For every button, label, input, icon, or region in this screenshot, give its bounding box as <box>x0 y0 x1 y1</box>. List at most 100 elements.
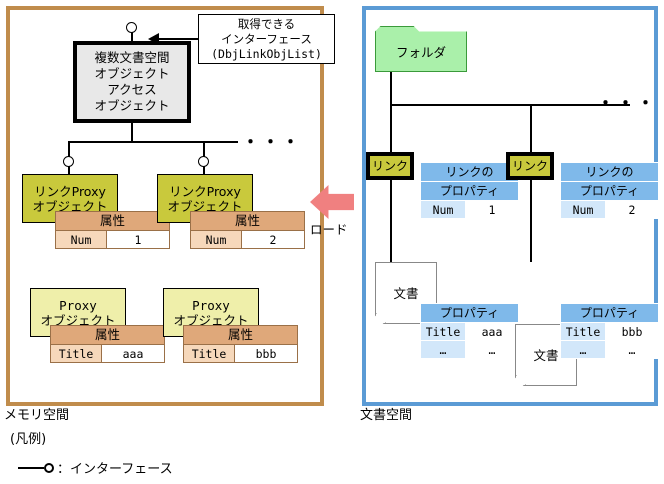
link-2-drop <box>530 104 532 152</box>
memory-branch-stem <box>131 123 133 141</box>
link-2-to-document-line <box>530 180 532 262</box>
proxy-1-title-line-2: オブジェクト <box>40 312 116 328</box>
document-2-prop-value-2: … <box>605 340 659 359</box>
link-proxy-1-attr-header: 属性 <box>55 211 170 231</box>
link-proxy-2-title-line-2: オブジェクト <box>167 198 243 214</box>
proxy-1-attr-value: aaa <box>101 344 165 363</box>
link-2-prop-key: Num <box>560 200 606 219</box>
table-row: 属性 <box>190 211 305 231</box>
access-object-line-1: 複数文書空間 <box>94 50 170 65</box>
folder-branch-bar <box>390 104 630 106</box>
access-object-interface-stem <box>131 30 133 42</box>
link-2-label: リンク <box>511 158 548 173</box>
table-row: プロパティ <box>420 181 519 201</box>
callout-arrow-line <box>152 38 198 40</box>
table-row: Title aaa <box>420 322 519 341</box>
link-1-prop-key: Num <box>420 200 466 219</box>
link-box-2: リンク <box>506 152 554 180</box>
link-box-1: リンク <box>366 152 414 180</box>
table-row: 属性 <box>55 211 170 231</box>
folder-label: フォルダ <box>395 44 446 60</box>
table-row: プロパティ <box>420 303 519 323</box>
document-1-prop-key-2: … <box>420 340 466 359</box>
memory-branch-bar <box>68 141 238 143</box>
access-object-interface-circle <box>126 22 137 33</box>
table-row: 属性 <box>183 325 298 345</box>
document-1-prop-key-1: Title <box>420 322 466 341</box>
link-2-property-table: リンクの プロパティ Num 2 <box>560 162 659 219</box>
link-proxy-1-title-line-1: リンクProxy <box>34 183 106 199</box>
link-proxy-2-attr-value: 2 <box>241 230 305 249</box>
table-row: Title aaa <box>50 344 165 363</box>
folder-icon: フォルダ <box>375 26 467 72</box>
link-proxy-1-attribute-table: 属性 Num 1 <box>55 211 170 249</box>
link-proxy-2-attr-header: 属性 <box>190 211 305 231</box>
folder-branch-ellipsis: ・・・ <box>597 94 657 114</box>
legend-interface-text: ：インターフェース <box>57 462 173 477</box>
document-box-1: 文書 <box>375 262 437 324</box>
document-1-property-table: プロパティ Title aaa … … <box>420 303 519 359</box>
callout-arrow-head-icon <box>148 33 159 45</box>
table-row: リンクの <box>420 162 519 182</box>
document-1-prop-value-2: … <box>465 340 519 359</box>
memory-branch-right-drop <box>203 141 205 158</box>
link-1-prop-header-line-1: リンクの <box>420 162 519 182</box>
link-proxy-2-title-line-1: リンクProxy <box>169 183 241 199</box>
table-row: プロパティ <box>560 181 659 201</box>
proxy-2-attribute-table: 属性 Title bbb <box>183 325 298 363</box>
proxy-2-title-line-2: オブジェクト <box>173 312 249 328</box>
memory-space-label: メモリ空間 <box>4 408 70 423</box>
link-proxy-1-attr-key: Num <box>55 230 107 249</box>
document-2-prop-header: プロパティ <box>560 303 659 323</box>
callout-line-1: 取得できる <box>237 16 296 31</box>
link-1-property-table: リンクの プロパティ Num 1 <box>420 162 519 219</box>
access-object-line-3: アクセス <box>107 82 157 97</box>
legend-interface-circle-icon <box>44 462 54 473</box>
document-space-label: 文書空間 <box>360 408 413 423</box>
access-object-line-4: オブジェクト <box>94 98 170 113</box>
link-2-prop-value: 2 <box>605 200 659 219</box>
callout-line-3: (DbjLinkObjList) <box>211 46 322 61</box>
link-1-prop-header-line-2: プロパティ <box>420 181 519 201</box>
proxy-1-attr-header: 属性 <box>50 325 165 345</box>
table-row: Num 2 <box>560 200 659 219</box>
table-row: 属性 <box>50 325 165 345</box>
legend-interface-row: ：インターフェース <box>18 458 173 477</box>
document-1-label: 文書 <box>393 285 419 301</box>
link-1-to-document-line <box>390 180 392 262</box>
table-row: プロパティ <box>560 303 659 323</box>
table-row: Title bbb <box>560 322 659 341</box>
folder-stem <box>390 72 392 104</box>
document-2-prop-value-1: bbb <box>605 322 659 341</box>
proxy-1-title-line-1: Proxy <box>59 297 97 313</box>
load-arrow-label: ロード <box>310 222 348 237</box>
access-object-line-2: オブジェクト <box>94 66 170 81</box>
proxy-2-attr-key: Title <box>183 344 235 363</box>
link-1-prop-value: 1 <box>465 200 519 219</box>
proxy-1-attribute-table: 属性 Title aaa <box>50 325 165 363</box>
table-row: Num 1 <box>55 230 170 249</box>
callout-line-2: インターフェース <box>221 31 312 46</box>
link-proxy-1-interface-stem <box>68 166 70 174</box>
document-1-prop-header: プロパティ <box>420 303 519 323</box>
link-proxy-2-attribute-table: 属性 Num 2 <box>190 211 305 249</box>
legend-interface-line-icon <box>18 466 44 469</box>
table-row: Num 2 <box>190 230 305 249</box>
link-proxy-2-attr-key: Num <box>190 230 242 249</box>
link-2-prop-header-line-2: プロパティ <box>560 181 659 201</box>
table-row: … … <box>560 340 659 359</box>
link-1-label: リンク <box>371 158 408 173</box>
document-2-label: 文書 <box>533 347 559 363</box>
document-1-prop-value-1: aaa <box>465 322 519 341</box>
proxy-2-attr-value: bbb <box>234 344 298 363</box>
document-2-prop-key-2: … <box>560 340 606 359</box>
proxy-1-attr-key: Title <box>50 344 102 363</box>
proxy-2-title-line-1: Proxy <box>192 297 230 313</box>
table-row: リンクの <box>560 162 659 182</box>
memory-branch-ellipsis: ・・・ <box>242 133 302 153</box>
memory-branch-left-drop <box>68 141 70 158</box>
proxy-2-attr-header: 属性 <box>183 325 298 345</box>
link-proxy-2-interface-stem <box>203 166 205 174</box>
link-proxy-1-attr-value: 1 <box>106 230 170 249</box>
access-object-box: 複数文書空間 オブジェクト アクセス オブジェクト <box>73 41 191 123</box>
